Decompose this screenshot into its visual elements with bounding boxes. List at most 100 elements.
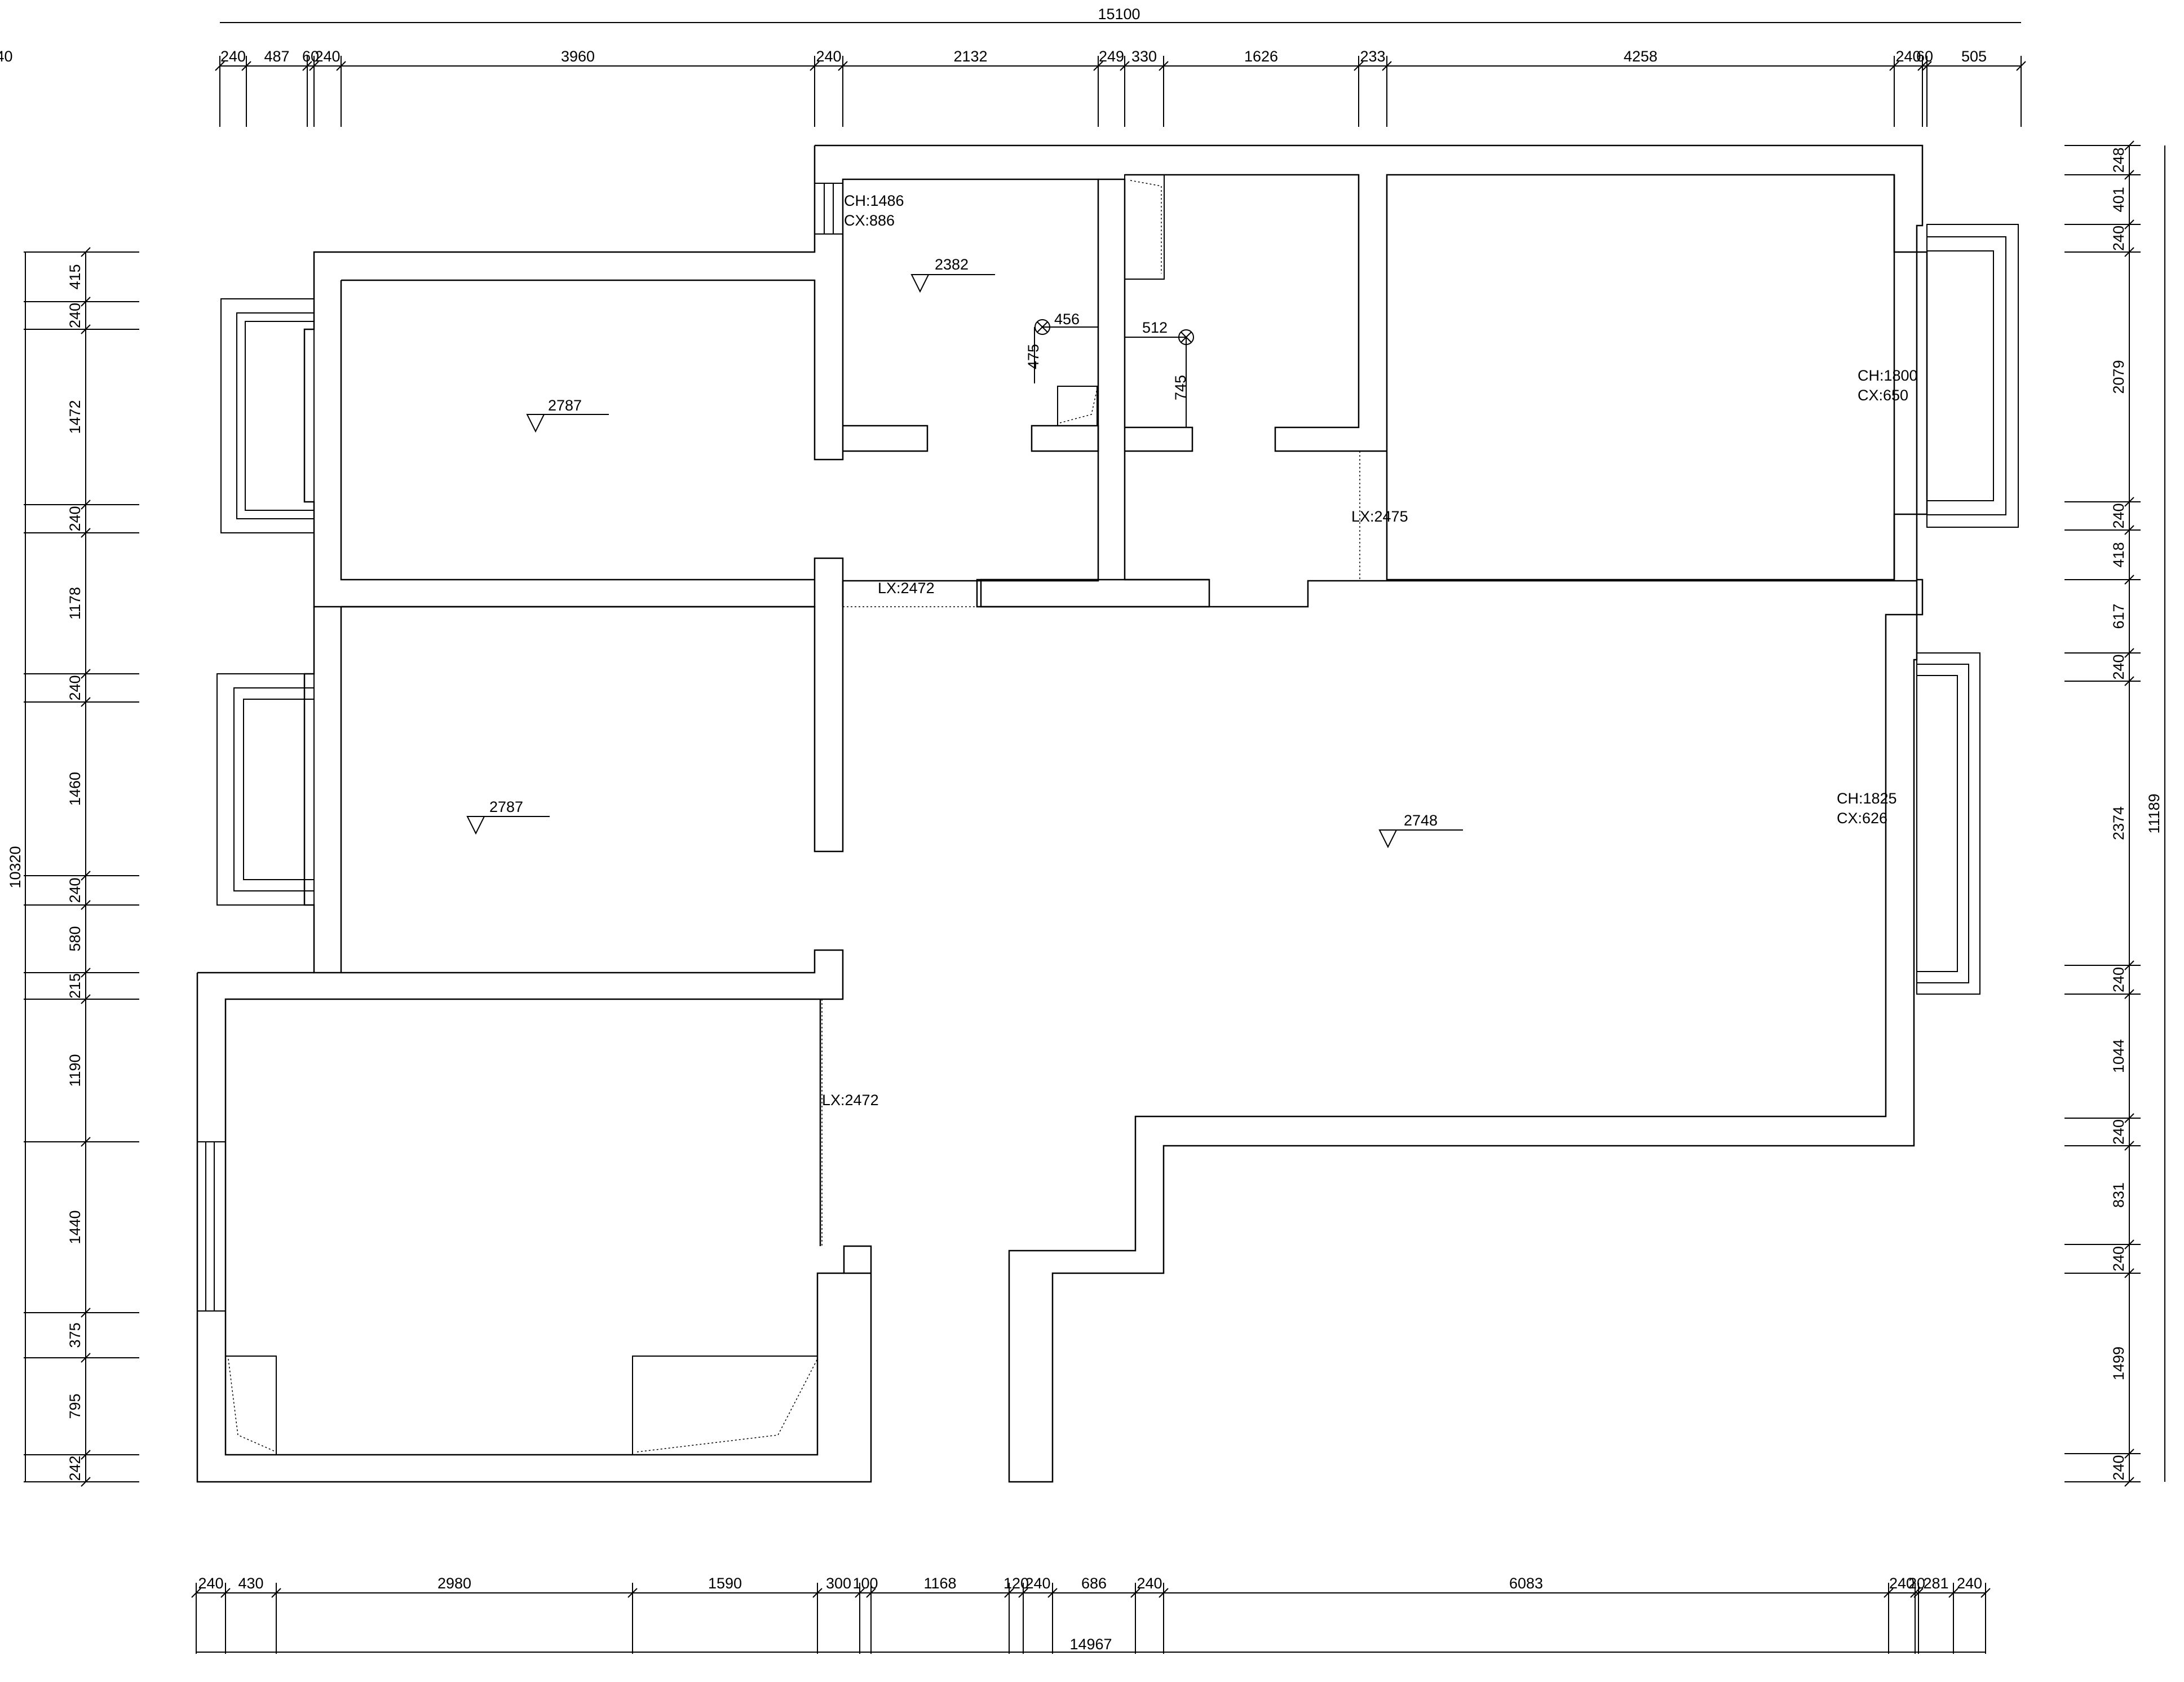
dim-left-overall: 10320: [7, 846, 24, 888]
dim-tick-slash: [1130, 1588, 1140, 1598]
dim-bottom-segment: 240: [1137, 1575, 1162, 1592]
wardrobe-right: [632, 1356, 818, 1455]
dim-top-segment: 240: [315, 48, 340, 65]
wall-kitchen-right-stub: [1031, 425, 1099, 452]
dim-tick-slash: [81, 1137, 91, 1147]
note-lx-2475: LX:2475: [1351, 508, 1408, 525]
dim-tick-slash: [220, 1588, 231, 1598]
window-nw-inner2: [245, 321, 315, 511]
dim-tick-slash: [866, 1588, 876, 1598]
dim-tick-slash: [1382, 61, 1392, 71]
dim-top-segment: 233: [1360, 48, 1385, 65]
dim-left-segment: 240: [67, 506, 83, 531]
dim-right-segment: 401: [2110, 187, 2127, 212]
dim-tick-slash: [627, 1588, 638, 1598]
dim-tick-slash: [81, 1477, 91, 1487]
dim-tick-slash: [81, 1450, 91, 1460]
dim-tick-slash: [1884, 1588, 1894, 1598]
dim-top-segment: 240: [0, 48, 13, 65]
note-cx-650: CX:650: [1858, 387, 1908, 404]
dashed-lines: [228, 174, 1387, 1453]
wall-nw-block: [303, 145, 844, 608]
dim-tick-slash: [2016, 61, 2026, 71]
dim-tick-slash: [81, 968, 91, 978]
window-s: [197, 1141, 226, 1312]
bath-cabinet: [1124, 174, 1165, 280]
dim-tick-slash: [81, 297, 91, 307]
note-475: 475: [1025, 344, 1042, 369]
dim-tick-slash: [1093, 61, 1103, 71]
dim-tick-slash: [191, 1588, 201, 1598]
window-nw-inner: [236, 312, 315, 519]
svg-text:2382: 2382: [935, 256, 969, 273]
dim-tick-slash: [2124, 219, 2134, 229]
dim-top-segment: 2132: [953, 48, 987, 65]
wall-kitchen-stub: [843, 425, 929, 452]
dim-tick-slash: [2124, 575, 2134, 585]
fixtures: [1034, 319, 1194, 427]
dim-tick-slash: [1948, 1588, 1958, 1598]
dim-right-segment: 831: [2110, 1182, 2127, 1208]
window-w: [216, 673, 315, 906]
dim-tick-slash: [855, 1588, 865, 1598]
dim-tick-slash: [2124, 989, 2134, 999]
walls: [196, 144, 1928, 1483]
dim-tick-slash: [1889, 61, 1899, 71]
note-cx-886: CX:886: [844, 212, 895, 229]
dim-right-segment: 617: [2110, 603, 2127, 629]
dim-tick-slash: [81, 500, 91, 510]
wall-nw-room: [341, 178, 1099, 607]
dim-tick-slash: [215, 61, 225, 71]
dim-bottom-segment: 300: [826, 1575, 851, 1592]
dim-right-segment: 240: [2110, 1246, 2127, 1272]
dim-tick-slash: [81, 1308, 91, 1318]
dim-left-segment: 1190: [67, 1054, 83, 1087]
dim-tick-slash: [81, 669, 91, 679]
windows: [197, 183, 2019, 1312]
dim-right-segment: 240: [2110, 503, 2127, 528]
window-e: [1916, 652, 1980, 995]
window-ne-inner2: [1926, 250, 1994, 501]
dim-tick-slash: [1159, 1588, 1169, 1598]
dim-tick-slash: [1917, 61, 1927, 71]
note-512: 512: [1142, 319, 1168, 336]
dim-bottom-segment: 240: [1889, 1575, 1915, 1592]
dim-tick-slash: [81, 1353, 91, 1363]
dim-top-segment: 60: [1916, 48, 1933, 65]
window-w-inner: [233, 687, 315, 891]
wall-bath: [1125, 174, 1895, 581]
dim-left-segment: 242: [67, 1455, 83, 1481]
window-nw: [220, 298, 315, 533]
dimension-right: 11189 2484012402079240418617240237424010…: [2064, 140, 2165, 1487]
dim-bottom-segment: 240: [198, 1575, 223, 1592]
window-e-inner: [1916, 664, 1969, 983]
dim-tick-slash: [2124, 1113, 2134, 1123]
dim-tick-slash: [2124, 1268, 2134, 1278]
note-ch-1825: CH:1825: [1837, 790, 1897, 807]
dim-tick-slash: [2124, 497, 2134, 507]
dim-top-segment: 505: [1961, 48, 1987, 65]
dim-tick-slash: [810, 61, 820, 71]
dim-right-segment: 1044: [2110, 1039, 2127, 1073]
dim-right-segment: 1499: [2110, 1347, 2127, 1380]
dim-right-segment: 240: [2110, 1455, 2127, 1480]
dim-left-segment: 795: [67, 1393, 83, 1419]
svg-text:2787: 2787: [489, 798, 523, 815]
dim-tick-slash: [1018, 1588, 1028, 1598]
dim-tick-slash: [1047, 1588, 1058, 1598]
dim-bottom-segment: 686: [1081, 1575, 1107, 1592]
dim-tick-slash: [81, 697, 91, 707]
dim-left-segment: 580: [67, 926, 83, 951]
window-kitchen: [814, 183, 843, 235]
window-w-inner2: [243, 699, 315, 880]
dim-right-segment: 240: [2110, 654, 2127, 679]
dim-tick-slash: [2124, 247, 2134, 257]
dim-bottom-segment: 120: [1003, 1575, 1029, 1592]
dim-right-segment: 248: [2110, 147, 2127, 173]
dim-tick-slash: [1980, 1588, 1991, 1598]
dim-right-segment: 2079: [2110, 360, 2127, 394]
dim-top-segment: 249: [1099, 48, 1124, 65]
dim-right-segment: 2374: [2110, 806, 2127, 840]
